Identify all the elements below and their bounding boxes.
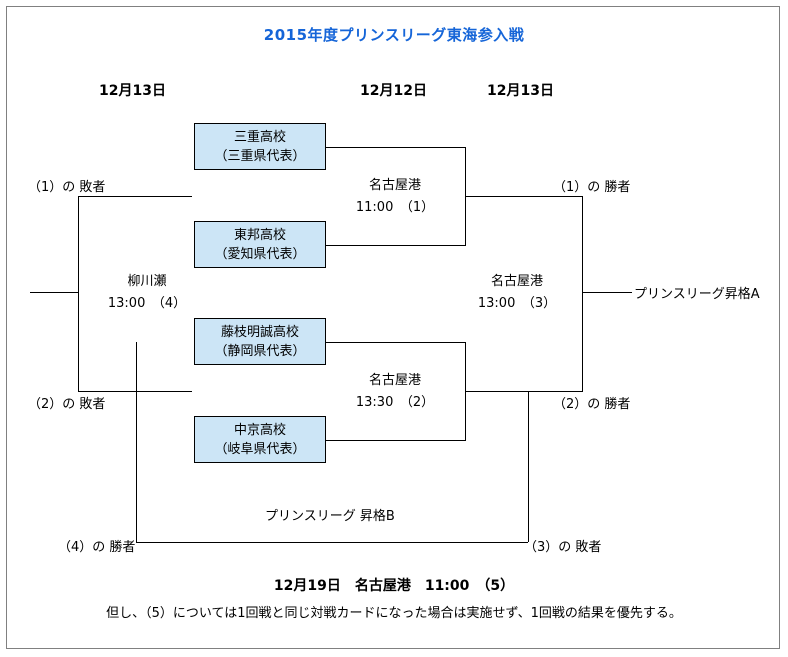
- match-venue-1: 名古屋港: [368, 178, 421, 193]
- match-time-4: 13:00 （4）: [107, 296, 187, 311]
- promotion-label-b: プリンスリーグ 昇格B: [265, 509, 395, 524]
- connector-team2-to-match1: [326, 245, 465, 246]
- qualifier-loser-1: （1）の 敗者: [28, 180, 106, 195]
- connector-match5-bottom: [136, 542, 528, 543]
- connector-team3-to-match2: [326, 342, 465, 343]
- qualifier-winner-2: （2）の 勝者: [553, 397, 631, 412]
- bracket-vertical-match4: [78, 196, 79, 392]
- connector-match2-winner: [465, 391, 582, 392]
- team-name-3: 藤枝明誠高校: [220, 324, 299, 340]
- team-box-1[interactable]: 三重高校 （三重県代表）: [194, 123, 326, 170]
- connector-loser2-to-match4: [78, 391, 192, 392]
- connector-promotion-a: [598, 292, 632, 293]
- team-prefecture-3: （静岡県代表）: [214, 343, 306, 359]
- match-venue-4: 柳川瀬: [127, 274, 167, 289]
- bracket-vertical-match3: [582, 196, 583, 392]
- page-title: 2015年度プリンスリーグ東海参入戦: [263, 26, 525, 44]
- bracket-vertical-match5-right: [528, 391, 529, 542]
- team-name-1: 三重高校: [233, 129, 286, 145]
- connector-loser1-to-match4: [78, 196, 192, 197]
- team-box-2[interactable]: 東邦高校 （愛知県代表）: [194, 221, 326, 268]
- date-header-center: 12月12日: [360, 83, 427, 99]
- qualifier-loser-2: （2）の 敗者: [28, 397, 106, 412]
- connector-match1-winner: [465, 196, 582, 197]
- match-label-1: 名古屋港 11:00 （1）: [330, 175, 460, 219]
- match-time-1: 11:00 （1）: [355, 200, 435, 215]
- qualifier-winner-4: （4）の 勝者: [58, 540, 136, 555]
- final-match-condition: 但し、（5）については1回戦と同じ対戦カードになった場合は実施せず、1回戦の結果…: [106, 606, 682, 621]
- team-name-2: 東邦高校: [233, 227, 286, 243]
- team-box-4[interactable]: 中京高校 （岐阜県代表）: [194, 416, 326, 463]
- match-label-4: 柳川瀬 13:00 （4）: [82, 271, 212, 315]
- date-header-right: 12月13日: [487, 83, 554, 99]
- page-border: [6, 6, 780, 649]
- bracket-vertical-match5-left: [136, 342, 137, 542]
- team-prefecture-2: （愛知県代表）: [214, 246, 306, 262]
- promotion-label-a: プリンスリーグ昇格A: [634, 287, 760, 302]
- connector-team4-to-match2: [326, 440, 465, 441]
- match-time-3: 13:00 （3）: [477, 296, 557, 311]
- team-box-3[interactable]: 藤枝明誠高校 （静岡県代表）: [194, 318, 326, 365]
- match-label-3: 名古屋港 13:00 （3）: [452, 271, 582, 315]
- match-label-2: 名古屋港 13:30 （2）: [330, 370, 460, 414]
- connector-match4-out: [30, 292, 78, 293]
- match-venue-2: 名古屋港: [368, 373, 421, 388]
- match-venue-3: 名古屋港: [490, 274, 543, 289]
- match-time-2: 13:30 （2）: [355, 395, 435, 410]
- connector-team1-to-match1: [326, 147, 465, 148]
- team-name-4: 中京高校: [233, 422, 286, 438]
- date-header-left: 12月13日: [99, 83, 166, 99]
- team-prefecture-4: （岐阜県代表）: [214, 441, 306, 457]
- team-prefecture-1: （三重県代表）: [214, 148, 306, 164]
- qualifier-winner-1: （1）の 勝者: [553, 180, 631, 195]
- qualifier-loser-3: （3）の 敗者: [524, 540, 602, 555]
- final-match-info: 12月19日 名古屋港 11:00 （5）: [273, 578, 515, 594]
